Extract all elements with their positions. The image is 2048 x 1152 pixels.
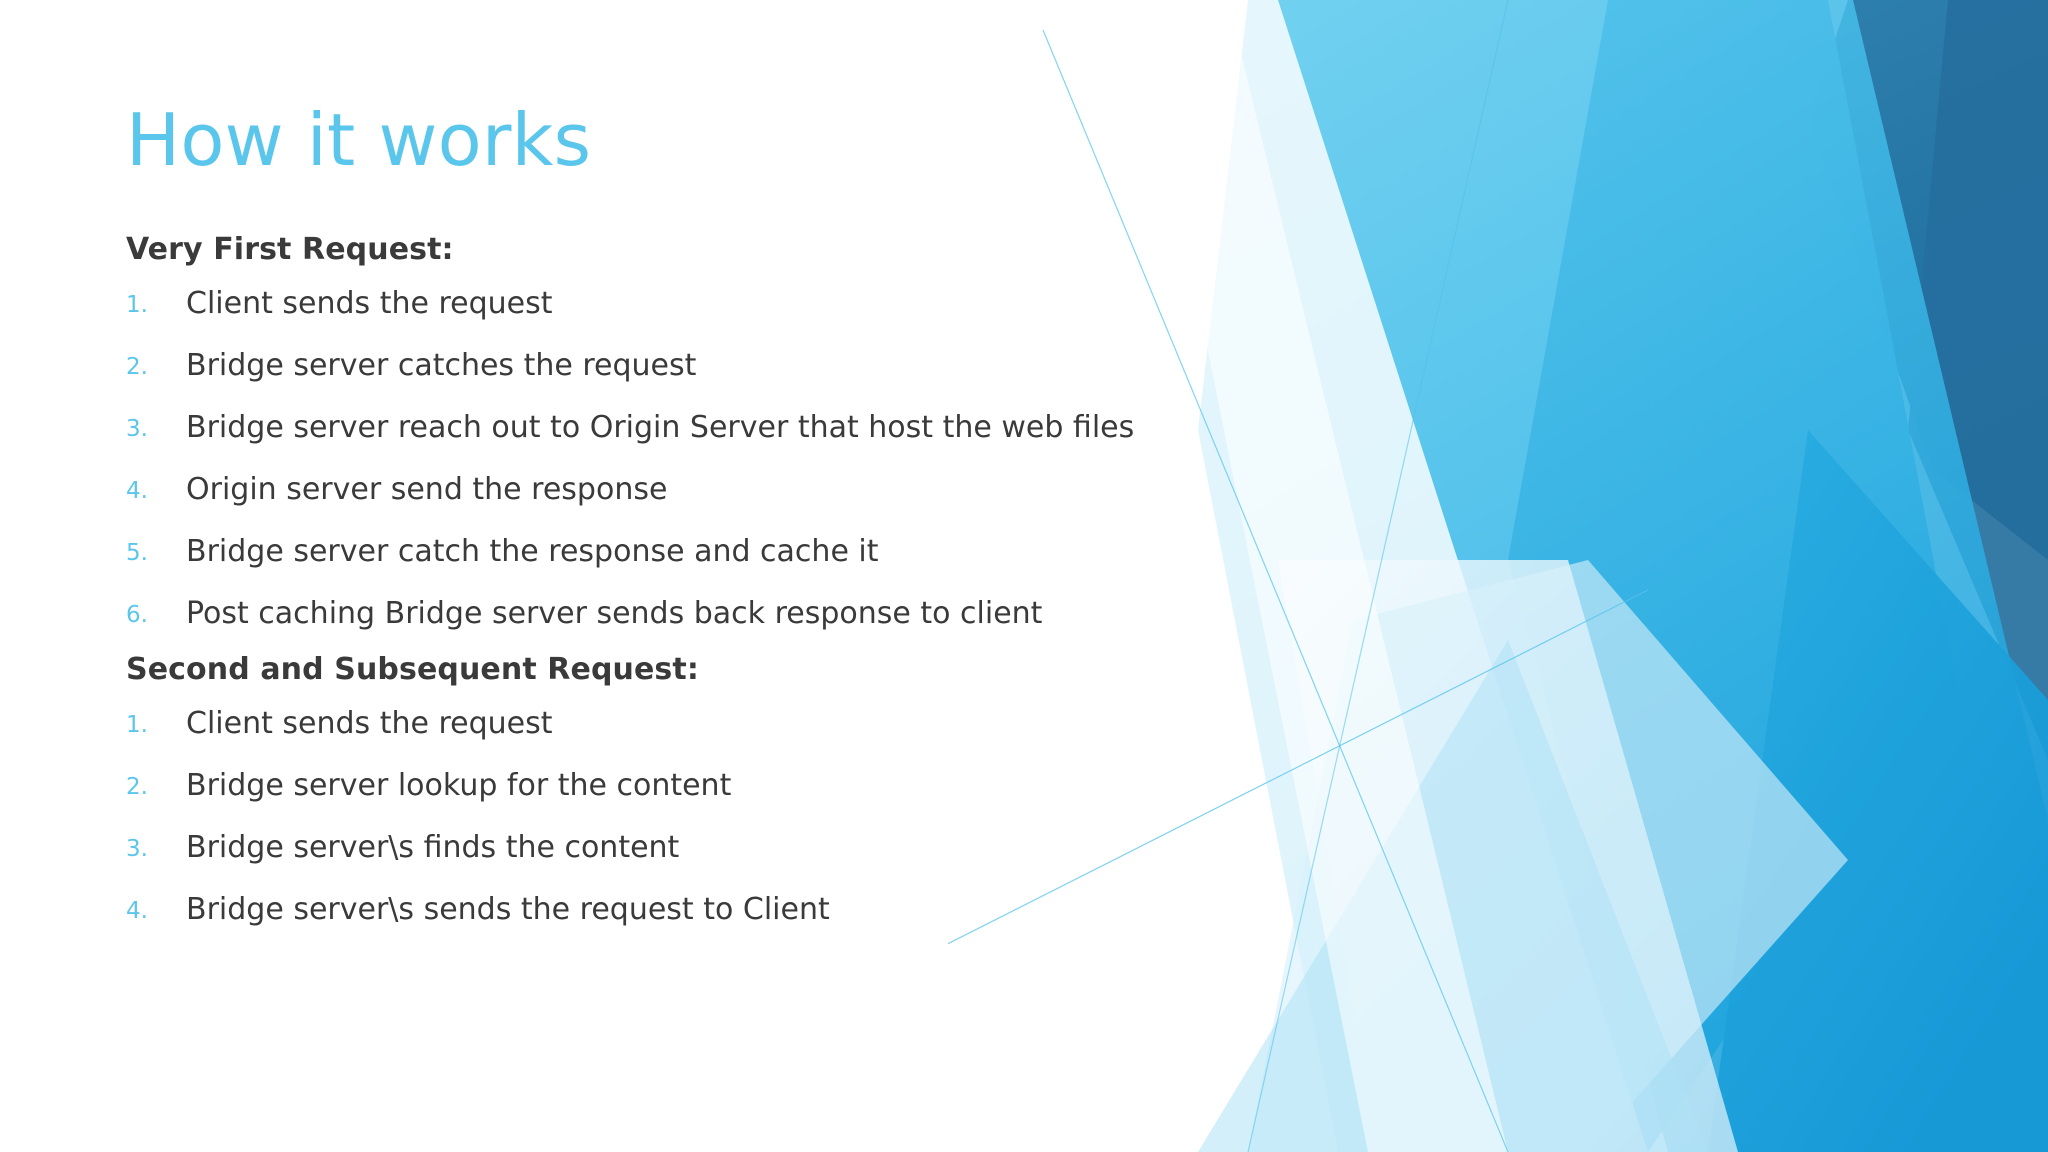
list-item-text: Bridge server lookup for the content [186,768,732,803]
shape-steel-dark-2 [1908,0,2048,760]
shape-mid-blue [1508,0,2048,1152]
list-item-number: 2. [126,774,148,800]
list-item-number: 5. [126,540,148,566]
list-item-number: 2. [126,354,148,380]
section-heading-second-request: Second and Subsequent Request: [126,652,699,687]
list-first-request: 1. Client sends the request 2. Bridge se… [126,287,1366,633]
list-item: 2. Bridge server catches the request [126,349,1366,385]
list-item: 2. Bridge server lookup for the content [126,769,1366,805]
list-item-number: 1. [126,292,148,318]
list-item: 4. Origin server send the response [126,473,1366,509]
list-item-text: Client sends the request [186,706,553,741]
list-item-number: 4. [126,898,148,924]
list-item-number: 6. [126,602,148,628]
section-heading-first-request: Very First Request: [126,232,454,267]
list-item-text: Bridge server catch the response and cac… [186,534,879,569]
slide-content: How it works Very First Request: 1. Clie… [126,98,1366,951]
list-item-number: 4. [126,478,148,504]
list-item-number: 3. [126,836,148,862]
list-item-text: Bridge server reach out to Origin Server… [186,410,1135,445]
shape-steel-dark [1808,0,2048,560]
list-item-text: Bridge server\s finds the content [186,830,680,865]
slide-body: Very First Request: 1. Client sends the … [126,235,1366,951]
shape-deep-blue [1708,430,2048,1152]
page-title: How it works [126,98,592,182]
list-item-number: 1. [126,712,148,738]
list-item: 3. Bridge server reach out to Origin Ser… [126,411,1366,447]
list-item-text: Client sends the request [186,286,553,321]
list-second-request: 1. Client sends the request 2. Bridge se… [126,707,1366,929]
list-item: 1. Client sends the request [126,707,1366,743]
list-item: 6. Post caching Bridge server sends back… [126,597,1366,633]
list-item-number: 3. [126,416,148,442]
list-item: 4. Bridge server\s sends the request to … [126,893,1366,929]
list-item-text: Origin server send the response [186,472,668,507]
list-item-text: Bridge server\s sends the request to Cli… [186,892,830,927]
list-item: 5. Bridge server catch the response and … [126,535,1366,571]
list-item: 3. Bridge server\s finds the content [126,831,1366,867]
list-item-text: Post caching Bridge server sends back re… [186,596,1043,631]
list-item: 1. Client sends the request [126,287,1366,323]
list-item-text: Bridge server catches the request [186,348,697,383]
